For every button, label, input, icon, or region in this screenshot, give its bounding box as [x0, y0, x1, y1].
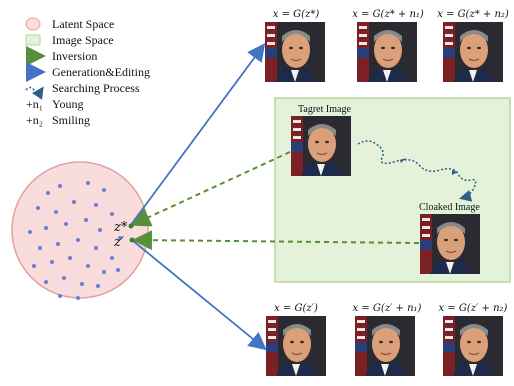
dot-icon: [72, 200, 76, 204]
dot-icon: [94, 203, 98, 207]
legend-searching-process: Searching Process: [52, 81, 140, 95]
face-photo-icon: [442, 315, 504, 377]
legend-image-space: Image Space: [52, 33, 114, 47]
dot-icon: [118, 236, 122, 240]
top-label-1: x = G(z*): [273, 9, 320, 20]
legend-inversion: Inversion: [52, 49, 97, 63]
bottom-label-1: x = G(z′): [274, 303, 318, 314]
dot-icon: [96, 284, 100, 288]
latent-space-circle: [11, 161, 149, 299]
legend: Latent Space Image Space Inversion Gener…: [25, 17, 150, 127]
legend-generation-editing: Generation&Editing: [52, 65, 150, 79]
dot-icon: [110, 256, 114, 260]
dot-icon: [44, 280, 48, 284]
dot-icon: [44, 226, 48, 230]
dot-icon: [38, 246, 42, 250]
dot-icon: [50, 260, 54, 264]
face-photo-icon: [265, 315, 327, 377]
search-arrowhead: [400, 158, 406, 163]
dot-icon: [110, 212, 114, 216]
dot-icon: [76, 238, 80, 242]
legend-smiling: Smiling: [52, 113, 90, 127]
latent-space-legend-swatch: [25, 17, 41, 31]
face-photo-icon: [419, 213, 481, 275]
dot-icon: [86, 181, 90, 185]
cloaked-image-label: Cloaked Image: [419, 202, 480, 213]
top-label-2: x = G(z* + n₁): [352, 9, 424, 20]
dot-icon: [98, 228, 102, 232]
dot-icon: [28, 230, 32, 234]
legend-n2-symbol: +n₂: [26, 113, 43, 127]
bottom-row: x = G(z′) x = G(z′ + n₁) x = G(z′ + n₂): [265, 303, 508, 377]
searching-process-path: [357, 140, 477, 202]
dot-icon: [94, 246, 98, 250]
dot-icon: [76, 296, 80, 300]
dot-icon: [56, 242, 60, 246]
latent-dots: [28, 181, 122, 300]
target-image-label: Tagret Image: [298, 104, 351, 115]
z-prime-label: z′: [113, 235, 124, 250]
inversion-arrow-target: [130, 151, 291, 227]
dot-icon: [46, 191, 50, 195]
dot-icon: [84, 218, 88, 222]
generation-arrow-top: [129, 43, 266, 227]
z-star-label: z*: [113, 220, 128, 235]
dot-icon: [102, 188, 106, 192]
legend-n1-symbol: +n₁: [26, 97, 43, 111]
face-photo-icon: [264, 21, 326, 83]
inversion-arrow-cloaked: [132, 230, 420, 251]
bottom-label-2: x = G(z′ + n₁): [353, 303, 422, 314]
legend-young: Young: [52, 97, 83, 111]
face-photo-icon: [354, 315, 416, 377]
z-prime-point: [129, 237, 135, 243]
dot-icon: [102, 270, 106, 274]
generation-arrow-bottom: [131, 239, 267, 351]
search-legend-arrow: [25, 86, 44, 100]
dot-icon: [116, 268, 120, 272]
face-photo-icon: [290, 115, 352, 177]
image-space-legend-swatch: [25, 34, 41, 46]
dot-icon: [32, 264, 36, 268]
search-arrowhead: [452, 170, 458, 175]
face-photo-icon: [356, 21, 418, 83]
dot-icon: [62, 276, 66, 280]
dot-icon: [54, 210, 58, 214]
z-star-point: [128, 223, 134, 229]
face-photo-icon: [442, 21, 504, 83]
dot-icon: [58, 184, 62, 188]
dot-icon: [64, 222, 68, 226]
dot-icon: [58, 294, 62, 298]
legend-latent-space: Latent Space: [52, 17, 114, 31]
dot-icon: [68, 256, 72, 260]
top-row: x = G(z*) x = G(z* + n₁) x = G(z* + n₂): [264, 9, 509, 83]
dot-icon: [80, 282, 84, 286]
bottom-label-3: x = G(z′ + n₂): [439, 303, 508, 314]
top-label-3: x = G(z* + n₂): [437, 9, 509, 20]
dot-icon: [36, 206, 40, 210]
dot-icon: [86, 264, 90, 268]
